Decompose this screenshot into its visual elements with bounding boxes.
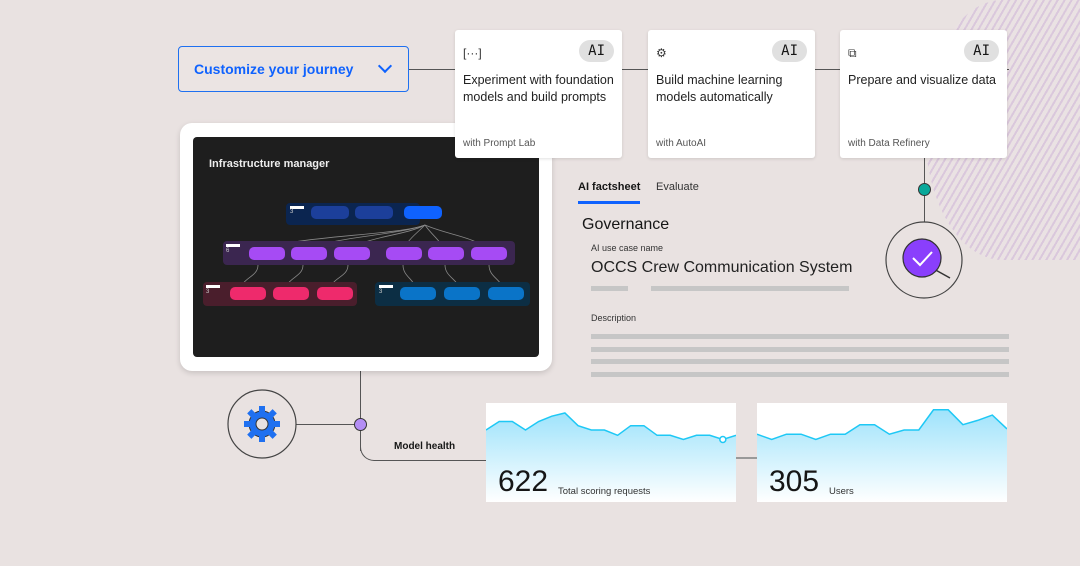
checkmark-icon [912,251,933,267]
ai-badge: AI [579,40,614,62]
metric-value: 305 [769,465,820,498]
machine-learning-icon: ⚙ [656,46,667,60]
sparkline-chart [757,409,1007,502]
sparkline-area [486,413,736,502]
dropdown-label: Customize your journey [194,61,354,77]
model-health-label: Model health [394,441,456,452]
placeholder-bar [651,286,849,291]
card-title: Build machine learning models automatica… [656,73,783,104]
card-autoai[interactable]: ⚙ AI Build machine learning models autom… [648,30,815,158]
group-count: 6 [226,248,230,254]
sparkline-line [486,412,736,441]
metric-value: 622 [498,465,549,498]
group-count: 3 [290,209,294,215]
connector-line [360,371,361,451]
metric-card-users: 305 Users [757,403,1007,502]
placeholder-bar [591,359,1009,364]
prompt-brackets-icon: [···] [463,46,482,60]
card-subtitle: with Data Refinery [848,138,930,149]
governance-check-badge [885,221,963,299]
teal-node-dot [918,183,931,196]
group-count: 3 [379,289,383,295]
customize-journey-dropdown[interactable]: Customize your journey [178,46,409,92]
connector-line [360,420,486,461]
description-label: Description [591,313,637,323]
topology-diagram [203,203,530,306]
metric-label: Total scoring requests [558,486,651,497]
sparkline-marker [719,435,727,444]
gear-icon [244,406,280,442]
screen-title: Infrastructure manager [209,158,330,170]
use-case-label: AI use case name [591,243,664,253]
infrastructure-manager-screen: Infrastructure manager 3 6 3 3 [193,137,539,357]
placeholder-bar [591,334,1009,339]
governance-heading: Governance [582,216,670,233]
ai-badge: AI [964,40,999,62]
purple-node-dot [354,418,367,431]
card-title: Experiment with foundation models and bu… [463,73,614,104]
active-tab-indicator [578,201,640,204]
tablet-frame: Infrastructure manager 3 6 3 3 [180,123,552,371]
chevron-down-icon [377,58,393,74]
card-title: Prepare and visualize data [848,73,997,87]
metric-label: Users [829,486,854,497]
sparkline-chart [486,412,736,502]
card-subtitle: with AutoAI [656,138,707,149]
placeholder-bar [591,347,1009,352]
use-case-name: OCCS Crew Communication System [591,259,853,276]
group-count: 3 [206,289,210,295]
placeholder-bar [591,286,628,291]
group-box [286,203,420,225]
card-data-refinery[interactable]: ⧉ AI Prepare and visualize data with Dat… [840,30,1007,158]
connector-line [296,424,360,425]
metric-card-scoring-requests: 622 Total scoring requests [486,403,736,502]
gear-badge [227,389,297,459]
sparkline-area [757,409,1007,502]
card-subtitle: with Prompt Lab [463,138,536,149]
ai-badge: AI [772,40,807,62]
tab-ai-factsheet[interactable]: AI factsheet [578,181,641,193]
connector-line [736,457,757,459]
tab-evaluate[interactable]: Evaluate [656,181,699,193]
data-flow-icon: ⧉ [848,46,857,60]
sparkline-line [757,409,1007,441]
placeholder-bar [591,372,1009,377]
card-prompt-lab[interactable]: [···] AI Experiment with foundation mode… [455,30,622,158]
